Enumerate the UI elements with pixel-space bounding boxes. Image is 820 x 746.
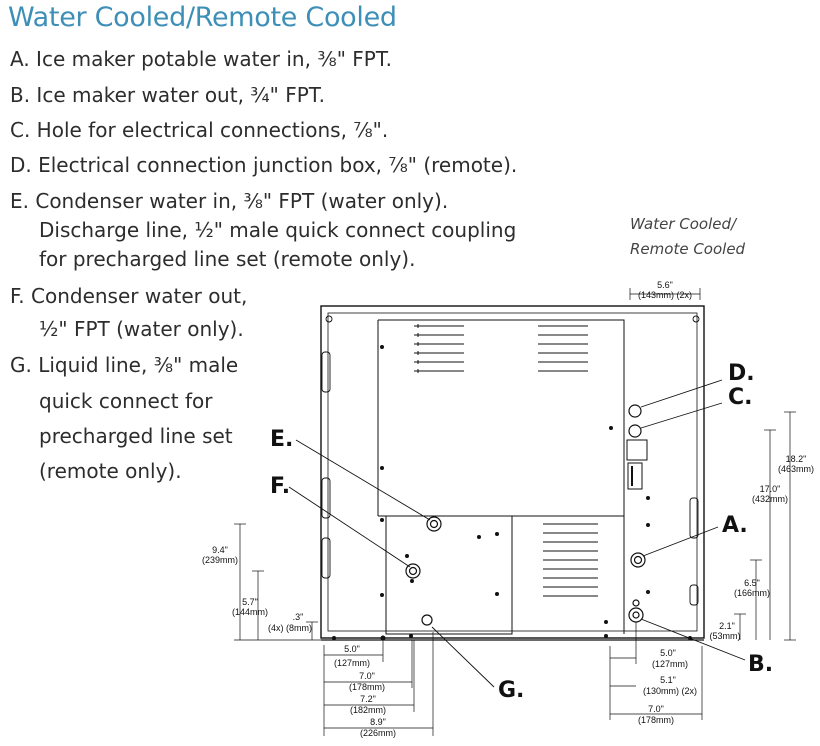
dim-label: 5.0" [344,644,360,654]
dim-label: (130mm) (2x) [643,686,697,696]
dim-label: 5.0" [660,648,676,658]
legend-item-a: A. Ice maker potable water in, ³⁄₈" FPT. [10,47,393,71]
dim-label: (239mm) [202,555,238,565]
lower-panel [385,515,513,635]
dim-label: (463mm) [778,464,814,474]
dim-label: (432mm) [752,494,788,504]
callout-leaders [288,379,746,688]
corner-screws [325,315,700,323]
legend-item-c: C. Hole for electrical connections, ⁷⁄₈"… [10,118,389,142]
callout-d: D. [728,361,755,386]
callout-c: C. [728,385,753,410]
legend-item-g: G. Liquid line, ³⁄₈" male [10,353,239,377]
dim-label: (144mm) [232,607,268,617]
dim-label: (226mm) [360,728,396,738]
dim-label: 18.2" [786,454,807,464]
dim-label: 2.1" [719,621,735,631]
dim-label: (178mm) [638,715,674,725]
callout-e: E. [270,427,293,452]
control-column [623,320,648,634]
legend-item-e-line2: Discharge line, ½" male quick connect co… [39,218,517,242]
dim-label: 9.4" [212,545,228,555]
dim-label: 17.0" [760,484,781,494]
callout-b: B. [748,652,773,677]
upper-panel [377,319,625,517]
page-title: Water Cooled/Remote Cooled [8,2,397,33]
dim-label: (182mm) [350,705,386,715]
legend-item-f-line2: ½" FPT (water only). [39,317,244,341]
legend-item-g-line2: quick connect for [39,389,213,413]
legend-item-e-line3: for precharged line set (remote only). [39,247,416,271]
dim-label: (127mm) [652,659,688,669]
dim-label: (166mm) [734,588,770,598]
connection-fittings [405,404,646,626]
dim-label: .3" [293,612,304,622]
subtitle-line-1: Water Cooled/ [630,215,737,233]
dim-label: (4x) (8mm) [268,623,312,633]
dim-label: 7.0" [359,671,375,681]
dim-label: 5.1" [660,675,676,685]
dim-label: (53mm) [710,631,741,641]
legend-item-e: E. Condenser water in, ³⁄₈" FPT (water o… [10,189,449,213]
vent-grilles [414,324,598,597]
diagram-subtitle: Water Cooled/ Remote Cooled [630,212,800,262]
legend-item-f: F. Condenser water out, [10,284,248,308]
side-slots [321,351,699,606]
dim-label: (178mm) [349,682,385,692]
dim-label: 7.0" [648,704,664,714]
dim-label: (127mm) [334,658,370,668]
legend-item-g-line3: precharged line set [39,424,233,448]
callout-f: F. [270,474,290,499]
dimension-labels: 5.6" (143mm) (2x) 18.2" (463mm) 17.0" (4… [202,280,814,738]
callout-g: G. [498,678,524,703]
legend-item-b: B. Ice maker water out, ³⁄₄" FPT. [10,83,325,107]
dimension-lines [234,288,796,736]
dim-label: 5.7" [242,597,258,607]
dim-label: 7.2" [360,694,376,704]
dim-label: 8.9" [370,717,386,727]
dim-label: (143mm) (2x) [638,290,692,300]
small-screws [332,345,692,641]
dim-label: 6.5" [744,578,760,588]
callout-a: A. [722,513,748,538]
subtitle-line-2: Remote Cooled [630,240,746,258]
legend-item-g-line4: (remote only). [39,459,182,483]
dim-label: 5.6" [657,280,673,290]
legend-item-d: D. Electrical connection junction box, ⁷… [10,153,518,177]
